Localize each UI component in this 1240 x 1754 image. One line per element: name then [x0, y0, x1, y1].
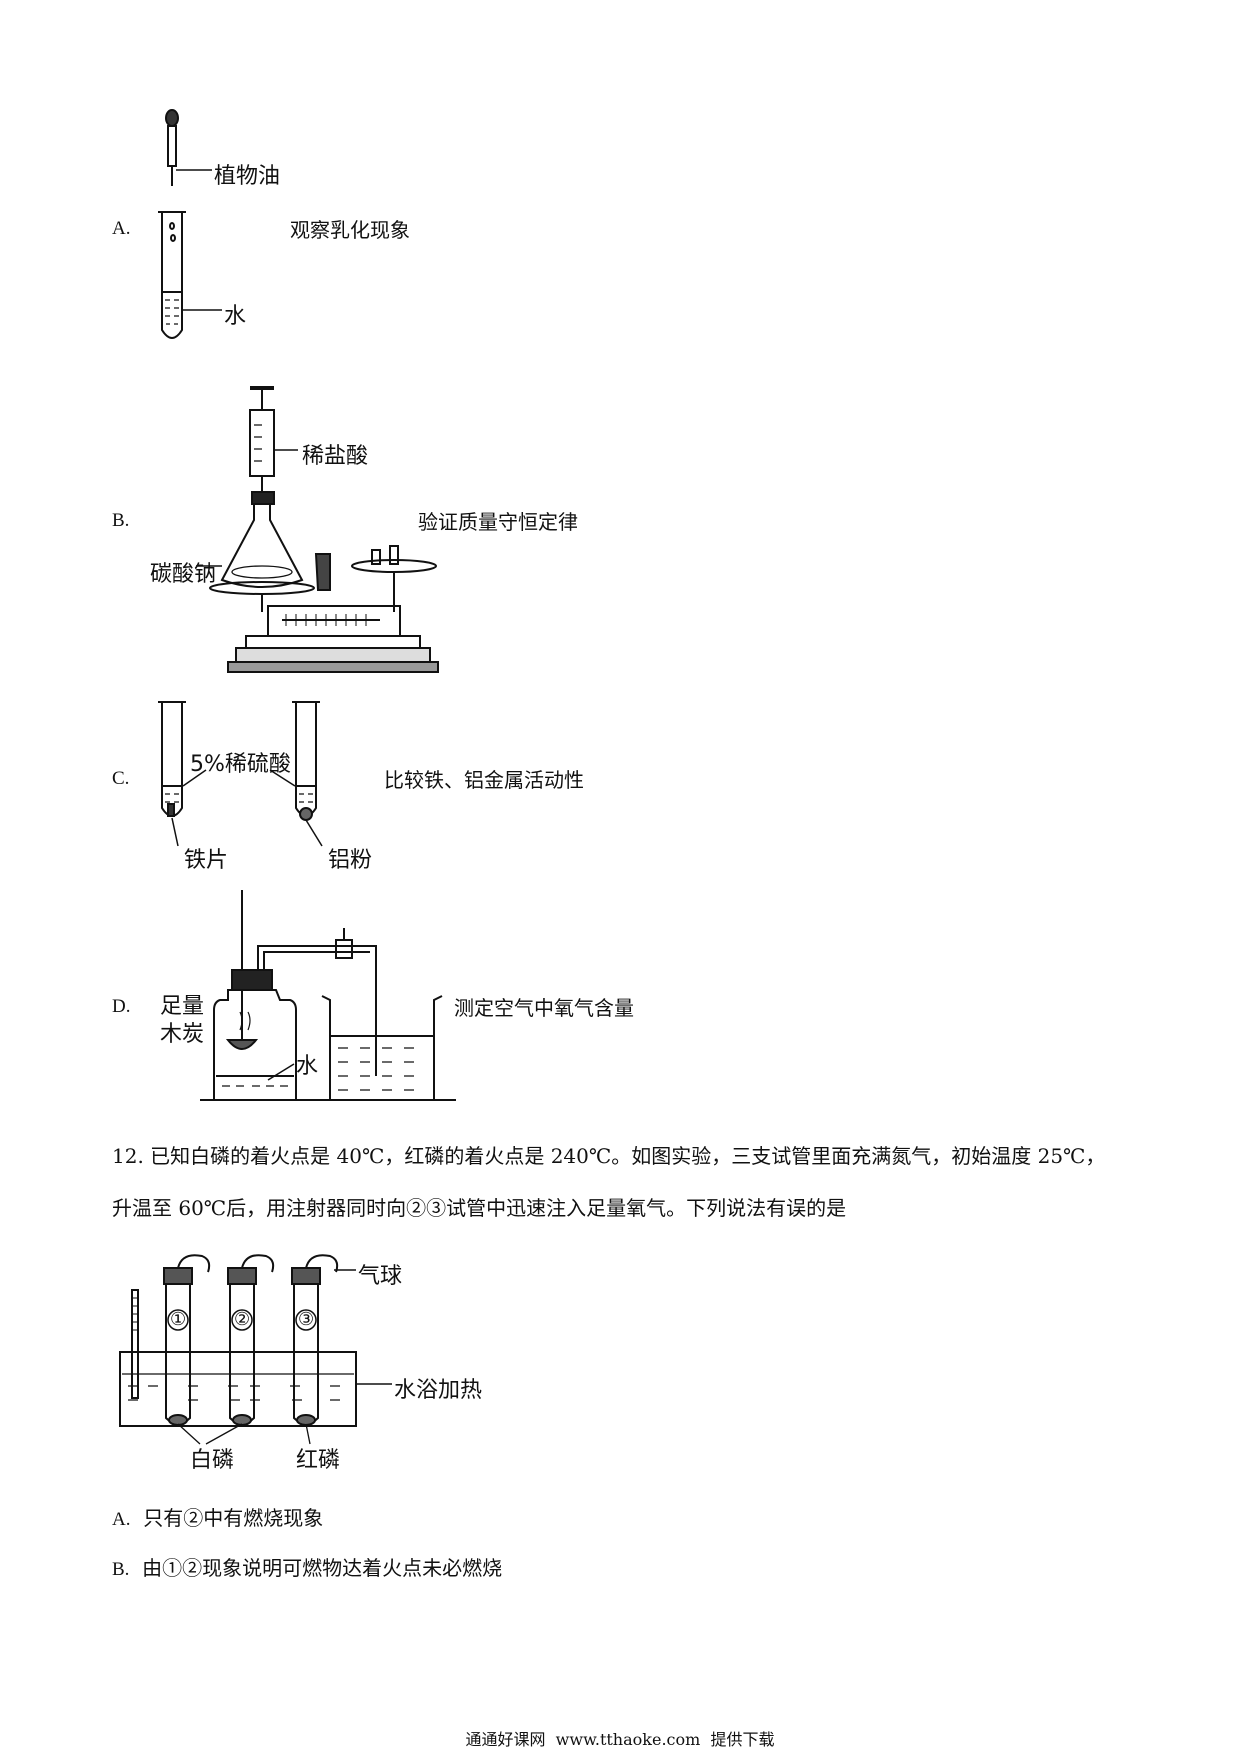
label-water-a: 水	[224, 304, 247, 329]
question-12-line-1: 12. 已知白磷的着火点是 40℃，红磷的着火点是 240℃。如图实验，三支试管…	[112, 1146, 1105, 1166]
choice-b: B. 由①②现象说明可燃物达着火点未必燃烧	[112, 1558, 502, 1579]
option-b-letter: B.	[112, 510, 130, 531]
phosphorus-figure	[119, 1254, 392, 1445]
label-charcoal: 木炭	[160, 1022, 205, 1047]
test-tube-a	[158, 211, 222, 339]
option-a-caption: 观察乳化现象	[290, 218, 410, 242]
question-stem-1: 已知白磷的着火点是 40℃，红磷的着火点是 240℃。如图实验，三支试管里面充满…	[150, 1144, 1106, 1168]
choice-a: A. 只有②中有燃烧现象	[112, 1508, 323, 1529]
label-dilute-hcl: 稀盐酸	[302, 444, 369, 469]
label-sodium-carbonate: 碳酸钠	[150, 562, 217, 587]
choice-a-text: 只有②中有燃烧现象	[143, 1506, 324, 1530]
test-tubes-c	[158, 701, 323, 847]
label-aluminum-powder: 铝粉	[328, 848, 373, 873]
label-water-d: 水	[296, 1054, 319, 1079]
label-tube-2: ②	[234, 1309, 251, 1330]
label-red-phosphorus: 红磷	[296, 1448, 341, 1473]
page-footer: 通通好课网 www.tthaoke.com 提供下载	[465, 1730, 775, 1749]
choice-b-letter: B.	[112, 1559, 130, 1580]
syringe-figure	[249, 386, 298, 492]
option-d-caption: 测定空气中氧气含量	[454, 996, 634, 1020]
oxygen-apparatus	[200, 890, 456, 1101]
label-iron-sheet: 铁片	[184, 848, 229, 873]
label-oil: 植物油	[214, 164, 281, 189]
option-c-caption: 比较铁、铝金属活动性	[384, 768, 584, 792]
choice-a-letter: A.	[112, 1509, 131, 1530]
label-dilute-h2so4: 5%稀硫酸	[190, 752, 291, 777]
label-balloon: 气球	[358, 1264, 403, 1289]
option-b-caption: 验证质量守恒定律	[418, 510, 578, 534]
label-water-bath: 水浴加热	[394, 1378, 483, 1403]
label-white-phosphorus: 白磷	[190, 1448, 235, 1473]
option-d-letter: D.	[112, 996, 131, 1017]
option-a-letter: A.	[112, 218, 131, 239]
label-sufficient: 足量	[160, 994, 205, 1019]
balance	[209, 545, 439, 673]
choice-b-text: 由①②现象说明可燃物达着火点未必燃烧	[142, 1556, 503, 1580]
conical-flask	[196, 491, 304, 588]
label-tube-3: ③	[298, 1309, 315, 1330]
dropper-figure	[165, 109, 212, 186]
label-tube-1: ①	[170, 1309, 187, 1330]
question-number: 12.	[112, 1144, 144, 1168]
question-12-line-2: 升温至 60℃后，用注射器同时向②③试管中迅速注入足量氧气。下列说法有误的是	[112, 1196, 847, 1220]
option-c-letter: C.	[112, 768, 130, 789]
